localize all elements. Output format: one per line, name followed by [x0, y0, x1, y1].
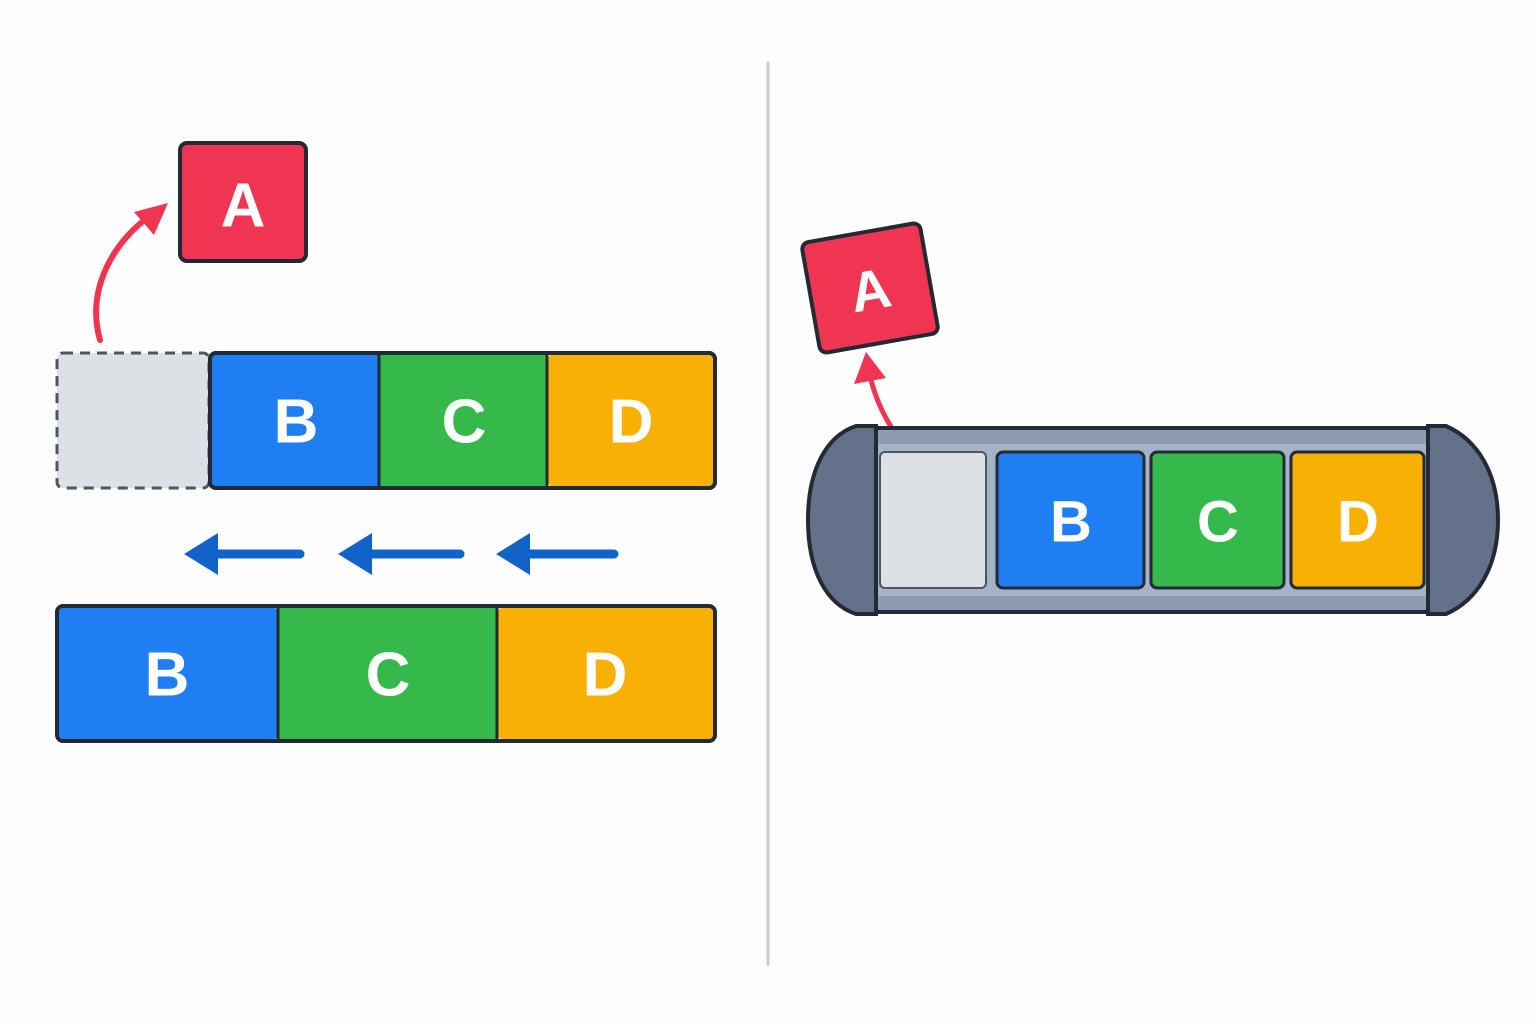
removed-block-a-label: A — [221, 172, 266, 241]
tube-cell-b-label: B — [1050, 490, 1092, 555]
left-arrow-icon — [496, 533, 619, 575]
tube-cap-right — [1426, 424, 1501, 616]
tube-cell-d — [1289, 450, 1426, 590]
remove-arrow-head — [134, 203, 168, 235]
after-cell-d-label: D — [583, 641, 628, 710]
left-panel: A B C D — [55, 141, 717, 743]
tube-cap-left — [805, 424, 878, 616]
left-arrow-icon — [338, 533, 465, 575]
tube-cell-c-label: C — [1197, 490, 1239, 555]
dequeue-arrow-head — [854, 352, 886, 384]
tube-cell-d-label: D — [1337, 490, 1379, 555]
dequeued-block-a: A — [800, 221, 940, 355]
after-cell-d — [498, 608, 713, 739]
left-arrow-icon — [184, 533, 305, 575]
vacated-slot — [55, 351, 211, 490]
remove-arrow-icon — [93, 207, 161, 343]
removed-block-a: A — [178, 141, 308, 263]
tube-empty-slot — [879, 451, 987, 589]
before-cell-c — [380, 355, 546, 486]
right-panel: A B C D — [800, 221, 1501, 616]
after-cell-c — [279, 608, 497, 739]
before-cell-d — [548, 355, 713, 486]
before-cell-b — [212, 355, 378, 486]
before-cell-b-label: B — [274, 388, 319, 457]
tube-cell-c — [1149, 450, 1286, 590]
after-array: B C D — [55, 604, 717, 743]
before-cell-d-label: D — [609, 388, 654, 457]
shift-arrows — [184, 533, 619, 575]
after-cell-c-label: C — [366, 641, 411, 710]
before-cell-c-label: C — [442, 388, 487, 457]
after-cell-b — [59, 608, 278, 739]
tube-cell-b — [995, 450, 1146, 590]
before-array: B C D — [55, 351, 717, 490]
after-cell-b-label: B — [145, 641, 190, 710]
after-array-frame — [55, 604, 717, 743]
queue-tube: B C D — [805, 424, 1501, 616]
